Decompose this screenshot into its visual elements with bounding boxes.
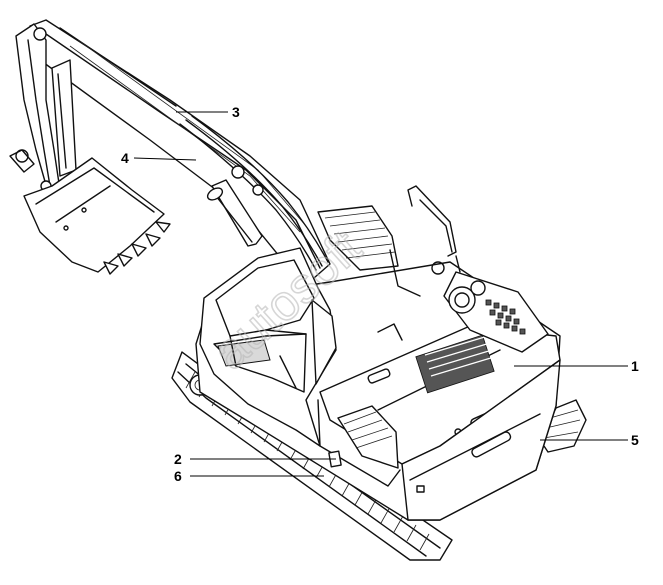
callout-labels: 1 2 3 4 5 6: [121, 104, 639, 484]
callout-4: 4: [121, 150, 129, 166]
callout-2: 2: [174, 451, 182, 467]
side-grille: [337, 405, 399, 469]
bucket: [23, 157, 171, 275]
fuel-cap: [448, 286, 476, 314]
boom: [29, 19, 331, 279]
callout-6: 6: [174, 468, 182, 484]
cab: [199, 247, 403, 468]
callout-1: 1: [631, 358, 639, 374]
leader-4: [133, 157, 197, 161]
rear-track: [317, 205, 399, 271]
counterweight: [401, 359, 561, 521]
handrails: [389, 185, 461, 297]
radiator-panel: [431, 261, 549, 353]
callout-3: 3: [232, 104, 240, 120]
arm: [9, 23, 77, 193]
callout-5: 5: [631, 432, 639, 448]
callout-leaders: [133, 111, 628, 477]
boom-cylinder: [206, 179, 263, 247]
